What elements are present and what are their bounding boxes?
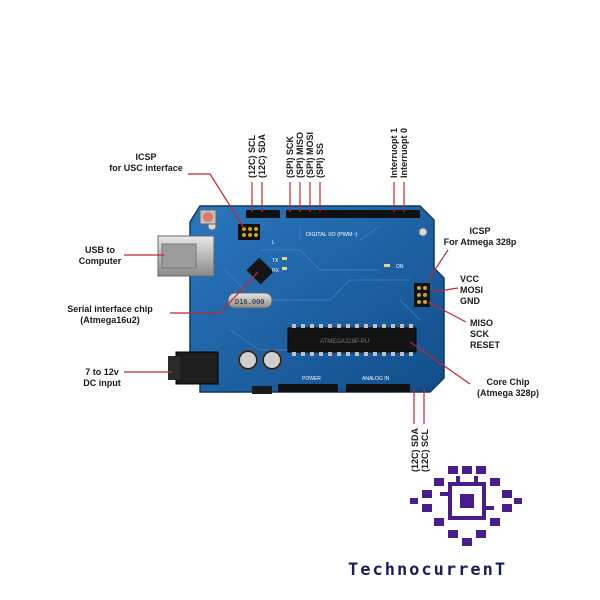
chip-pin <box>346 352 350 356</box>
chip-pin <box>310 352 314 356</box>
annotation-lines <box>124 173 471 424</box>
label-spi-ss: (SPI) SS <box>315 143 325 178</box>
chip-text: ATMEGA328P-PU <box>320 339 369 345</box>
label-core-sub: (Atmega 328p) <box>477 388 539 398</box>
chip-pin <box>319 352 323 356</box>
digital-header <box>246 210 420 218</box>
label-spi-mosi: (SPI) MOSI <box>305 132 315 178</box>
chip-pin <box>382 352 386 356</box>
chip-pin <box>301 352 305 356</box>
usb-connector-inner <box>161 243 197 269</box>
label-mosi: MOSI <box>460 285 483 295</box>
label-dc-sub: DC input <box>83 378 121 388</box>
chip-pin <box>373 324 377 328</box>
chip-pin <box>364 352 368 356</box>
chip-pin <box>301 324 305 328</box>
top-labels: (12C) SCL (12C) SDA (SPI) SCK (SPI) MISO… <box>247 128 409 178</box>
icsp-header-328p <box>414 283 430 307</box>
chip-pin <box>409 324 413 328</box>
arduino-board: TX RX L ON D16.000 DIGITAL I/O (PWM~) <box>157 205 445 394</box>
chip-pins <box>292 324 413 356</box>
label-icsp-usc-title: ICSP <box>135 152 156 162</box>
brand-name: TechnocurrenT <box>348 560 508 580</box>
atmega16u2-chip <box>246 257 274 285</box>
chip-pin <box>364 324 368 328</box>
label-interrupt-0: Interruopt 0 <box>399 128 409 178</box>
label-spi-sck: (SPI) SCK <box>285 135 295 178</box>
bottom-labels: (12C) SDA (12C) SCL <box>410 427 430 472</box>
line-miso-group <box>427 301 467 323</box>
rx-label: RX <box>272 268 280 274</box>
label-usb-sub: Computer <box>79 256 122 266</box>
chip-pin <box>400 352 404 356</box>
chip-pin <box>328 324 332 328</box>
mount-hole <box>418 227 428 237</box>
line-icsp-328p <box>427 249 449 281</box>
line-core <box>409 341 471 385</box>
chip-pin <box>292 324 296 328</box>
chip-pin <box>355 324 359 328</box>
label-serial-title: Serial interface chip <box>67 304 153 314</box>
crystal <box>227 292 273 309</box>
analog-text: ANALOG IN <box>362 376 390 382</box>
chip-pin <box>409 352 413 356</box>
label-icsp-usc-sub: for USC interface <box>109 163 183 173</box>
atmega328p-chip <box>287 327 417 353</box>
right-labels: ICSP For Atmega 328p VCC MOSI GND MISO S… <box>444 226 539 398</box>
chip-pin <box>337 352 341 356</box>
chip-pin <box>373 352 377 356</box>
line-vcc-group <box>431 287 459 293</box>
technocurrent-logo-icon <box>410 466 522 546</box>
chip-pin <box>391 352 395 356</box>
icsp-header-usb <box>238 224 260 240</box>
voltage-regulator <box>252 386 272 394</box>
label-sck: SCK <box>470 329 490 339</box>
label-core-title: Core Chip <box>486 377 530 387</box>
on-label: ON <box>396 264 404 270</box>
label-scl-top: (12C) SCL <box>247 134 257 178</box>
on-led <box>384 264 390 267</box>
chip-pin <box>346 324 350 328</box>
pcb-traces <box>224 225 421 351</box>
chip-pin <box>292 352 296 356</box>
l-label: L <box>272 240 275 246</box>
label-serial-sub: (Atmega16u2) <box>80 315 140 325</box>
label-vcc: VCC <box>460 274 480 284</box>
label-gnd: GND <box>460 296 481 306</box>
chip-pin <box>319 324 323 328</box>
label-sda-top: (12C) SDA <box>257 133 267 178</box>
crystal-text: D16.000 <box>235 298 265 306</box>
tx-label: TX <box>272 258 279 264</box>
label-icsp-328p-sub: For Atmega 328p <box>444 237 517 247</box>
power-text: POWER <box>302 376 321 382</box>
power-header <box>278 384 410 392</box>
line-serial <box>170 271 259 314</box>
rx-led <box>282 267 287 270</box>
chip-pin <box>310 324 314 328</box>
label-usb-title: USB to <box>85 245 115 255</box>
digital-header-text: DIGITAL I/O (PWM~) <box>306 232 358 238</box>
left-labels: ICSP for USC interface USB to Computer S… <box>67 152 183 388</box>
label-sda-bottom: (12C) SDA <box>410 427 420 472</box>
line-icsp-usc <box>188 173 245 229</box>
chip-pin <box>355 352 359 356</box>
label-miso: MISO <box>470 318 493 328</box>
chip-pin <box>328 352 332 356</box>
label-reset: RESET <box>470 340 501 350</box>
dc-jack-front <box>168 356 180 380</box>
label-spi-miso: (SPI) MISO <box>295 132 305 178</box>
reset-button-cap <box>203 212 213 222</box>
label-scl-bottom: (12C) SCL <box>420 428 430 472</box>
label-icsp-328p-title: ICSP <box>469 226 490 236</box>
chip-pin <box>337 324 341 328</box>
chip-pin <box>391 324 395 328</box>
capacitors <box>237 349 283 371</box>
chip-pin <box>400 324 404 328</box>
tx-led <box>282 257 287 260</box>
label-interrupt-1: Interruopt 1 <box>389 128 399 178</box>
label-dc-title: 7 to 12v <box>85 367 119 377</box>
chip-pin <box>382 324 386 328</box>
dc-jack <box>175 351 219 385</box>
